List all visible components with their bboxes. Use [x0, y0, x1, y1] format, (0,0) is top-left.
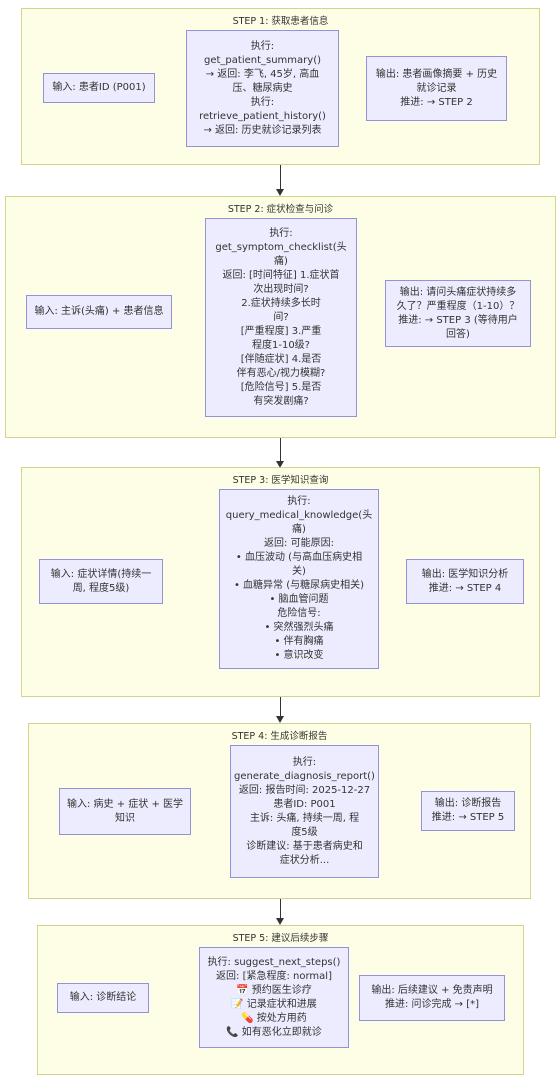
step-4-exec-line: 主诉: 头痛, 持续一周, 程 [249, 812, 360, 824]
step-3-exec-line: • 血糖异常 (与糖尿病史相关) [233, 580, 365, 591]
step-3-input-node: 输入: 症状详情(持续一周, 程度5级) [39, 559, 163, 604]
step-1-output-line: 推进: → STEP 2 [400, 96, 473, 108]
phone-icon: 📞 如有恶化立即就诊 [226, 1026, 322, 1038]
step-3-exec-line: • 伴有胸痛 [274, 636, 324, 647]
step-2-exec-line: 程度1-10级? [251, 339, 310, 351]
step-5-exec-line: 返回: [紧急程度: normal] [216, 970, 332, 982]
step-4-output-line: 推进: → STEP 5 [431, 812, 505, 823]
step-5-output-line: 推进: 问诊完成 → [*] [384, 999, 480, 1010]
step-5-title: STEP 5: 建议后续步骤 [232, 933, 329, 944]
step-4-container: STEP 4: 生成诊断报告 输入: 病史 + 症状 + 医学知识 执行: ge… [28, 723, 531, 899]
step-4-exec-line: 患者ID: P001 [273, 798, 336, 810]
step-2-input-node: 输入: 主诉(头痛) + 患者信息 [26, 295, 172, 329]
step-3-exec-line: 关) [292, 566, 306, 577]
step-4-output-node: 输出: 诊断报告 推进: → STEP 5 [421, 791, 515, 831]
step-1-exec-line: retrieve_patient_history() [199, 110, 326, 122]
step-1-title: STEP 1: 获取患者信息 [232, 16, 329, 27]
connector-2-3 [280, 438, 281, 462]
step-1-exec-line: 执行: [250, 40, 275, 52]
step-4-exec-node: 执行: generate_diagnosis_report() 返回: 报告时间… [230, 745, 379, 878]
step-5-input-node: 输入: 诊断结论 [57, 983, 149, 1013]
step-1-exec-node: 执行: get_patient_summary() → 返回: 李飞, 45岁,… [186, 30, 339, 147]
arrowhead-icon [276, 461, 284, 468]
step-5-output-node: 输出: 后续建议 + 免责声明 推进: 问诊完成 → [*] [359, 975, 505, 1021]
step-4-exec-line: 诊断建议: 基于患者病史和 [246, 840, 363, 852]
arrowhead-icon [276, 918, 284, 925]
step-2-output-line: 久了？严重程度（1-10）？ [396, 300, 520, 312]
step-1-exec-line: get_patient_summary() [204, 54, 321, 66]
step-5-output-line: 输出: 后续建议 + 免责声明 [371, 985, 493, 996]
step-2-output-line: 推进: → STEP 3 (等待用户 [398, 314, 518, 326]
step-3-exec-line: • 意识改变 [274, 650, 324, 661]
step-4-input-node: 输入: 病史 + 症状 + 医学知识 [59, 788, 191, 835]
step-2-exec-node: 执行: get_symptom_checklist(头 痛) 返回: [时间特征… [205, 218, 357, 417]
step-5-exec-node: 执行: suggest_next_steps() 返回: [紧急程度: norm… [199, 947, 349, 1048]
step-3-input-text: 输入: 症状详情(持续一周, 程度5级) [50, 568, 152, 594]
step-3-output-node: 输出: 医学知识分析 推进: → STEP 4 [406, 559, 524, 604]
step-4-exec-line: 度5级 [291, 826, 318, 838]
step-2-exec-line: 有突发剧痛? [253, 395, 309, 407]
step-4-exec-line: 返回: 报告时间: 2025-12-27 [238, 784, 371, 796]
step-2-exec-line: 伴有恶心/视力模糊? [236, 367, 326, 379]
pill-icon: 💊 按处方用药 [241, 1012, 307, 1024]
step-3-exec-line: 返回: 可能原因: [264, 538, 334, 549]
step-3-exec-line: query_medical_knowledge(头 [225, 510, 373, 521]
arrowhead-icon [276, 716, 284, 723]
step-1-input-text: 输入: 患者ID (P001) [52, 82, 146, 93]
step-2-exec-line: 次出现时间? [253, 283, 309, 295]
connector-4-5 [280, 899, 281, 919]
step-2-exec-line: [危险信号] 5.是否 [240, 381, 322, 393]
step-3-exec-line: 执行: [287, 496, 311, 507]
calendar-icon: 📅 预约医生诊疗 [236, 984, 312, 996]
step-2-exec-line: 痛) [274, 255, 288, 267]
step-1-output-node: 输出: 患者画像摘要 + 历史 就诊记录 推进: → STEP 2 [366, 56, 507, 121]
step-3-container: STEP 3: 医学知识查询 输入: 症状详情(持续一周, 程度5级) 执行: … [21, 467, 540, 697]
arrowhead-icon [276, 189, 284, 196]
step-2-input-text: 输入: 主诉(头痛) + 患者信息 [34, 306, 164, 317]
step-3-exec-line: • 脑血管问题 [269, 594, 329, 605]
step-2-title: STEP 2: 症状检查与问诊 [227, 204, 334, 215]
step-5-container: STEP 5: 建议后续步骤 输入: 诊断结论 执行: suggest_next… [37, 925, 524, 1075]
step-3-title: STEP 3: 医学知识查询 [232, 475, 329, 486]
connector-3-4 [280, 697, 281, 717]
step-3-exec-line: • 突然强烈头痛 [264, 622, 334, 633]
step-4-title: STEP 4: 生成诊断报告 [231, 731, 328, 742]
step-1-output-line: 输出: 患者画像摘要 + 历史 [375, 68, 498, 80]
step-1-exec-line: 执行: [250, 96, 275, 108]
step-2-output-line: 回答) [446, 328, 470, 340]
step-2-exec-line: get_symptom_checklist(头 [215, 241, 347, 253]
step-2-exec-line: [伴随症状] 4.是否 [240, 353, 322, 365]
step-1-exec-line: → 返回: 李飞, 45岁, 高血 [205, 68, 320, 80]
step-4-exec-line: generate_diagnosis_report() [234, 770, 375, 782]
step-3-exec-line: 痛) [292, 524, 306, 535]
step-4-output-line: 输出: 诊断报告 [434, 798, 502, 809]
step-2-output-line: 输出: 请问头痛症状持续多 [399, 286, 517, 298]
step-2-exec-line: 返回: [时间特征] 1.症状首 [222, 269, 340, 281]
step-3-exec-line: 危险信号: [277, 608, 321, 619]
step-4-exec-line: 症状分析... [279, 854, 330, 866]
step-3-exec-node: 执行: query_medical_knowledge(头 痛) 返回: 可能原… [219, 489, 379, 669]
step-4-input-text: 输入: 病史 + 症状 + 医学知识 [66, 798, 184, 824]
step-5-input-text: 输入: 诊断结论 [69, 992, 137, 1003]
step-4-exec-line: 执行: [292, 756, 317, 768]
step-1-output-line: 就诊记录 [416, 82, 457, 94]
step-2-output-node: 输出: 请问头痛症状持续多 久了？严重程度（1-10）？ 推进: → STEP … [385, 280, 531, 347]
step-3-exec-line: • 血压波动 (与高血压病史相 [235, 552, 363, 563]
memo-icon: 📝 记录症状和进展 [231, 998, 317, 1010]
step-2-exec-line: 间? [273, 311, 289, 323]
step-5-exec-line: 执行: suggest_next_steps() [207, 956, 341, 968]
step-1-input-node: 输入: 患者ID (P001) [43, 73, 155, 103]
step-3-output-line: 推进: → STEP 4 [428, 582, 502, 594]
step-1-exec-line: → 返回: 历史就诊记录列表 [203, 124, 322, 136]
step-3-output-line: 输出: 医学知识分析 [421, 568, 509, 580]
step-2-exec-line: 执行: [269, 227, 293, 239]
step-2-exec-line: [严重程度] 3.严重 [240, 325, 322, 337]
step-1-exec-line: 压、糖尿病史 [232, 82, 293, 94]
connector-1-2 [280, 165, 281, 190]
step-1-container: STEP 1: 获取患者信息 输入: 患者ID (P001) 执行: get_p… [21, 8, 540, 165]
step-2-exec-line: 2.症状持续多长时 [241, 297, 321, 309]
step-2-container: STEP 2: 症状检查与问诊 输入: 主诉(头痛) + 患者信息 执行: ge… [5, 196, 556, 438]
